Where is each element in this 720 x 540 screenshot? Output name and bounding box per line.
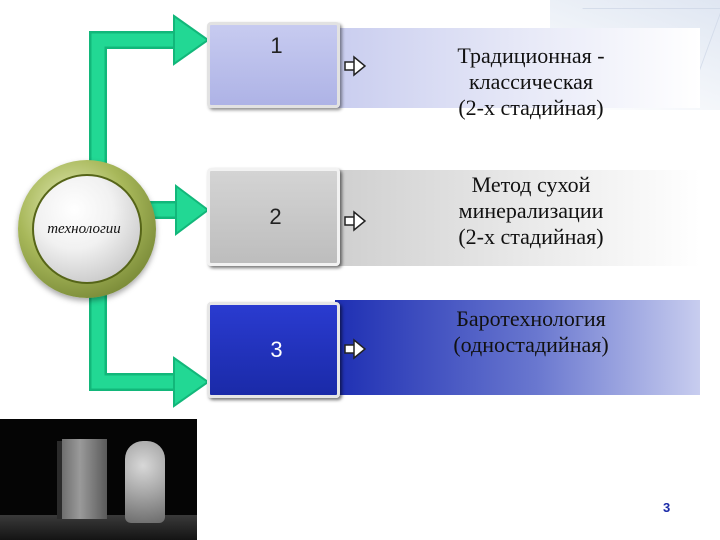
photo-block-shadow bbox=[57, 441, 65, 519]
step-3-box: 3 bbox=[207, 302, 340, 398]
step-1-box: 1 bbox=[207, 22, 340, 108]
row-1-line-1: Традиционная - bbox=[457, 43, 605, 68]
row-2-line-1: Метод сухой bbox=[471, 172, 591, 197]
row-3-line-1: Баротехнология bbox=[456, 306, 606, 331]
step-1-number: 1 bbox=[270, 33, 283, 58]
row-2-arrow-icon bbox=[344, 210, 366, 232]
row-1-text: Традиционная - классическая (2-х стадийн… bbox=[405, 43, 657, 121]
row-2-line-3: (2-х стадийная) bbox=[458, 224, 604, 249]
photo-rectangular-sample bbox=[62, 439, 107, 519]
photo-cylindrical-sample bbox=[125, 441, 165, 523]
row-1-arrow-icon bbox=[344, 55, 366, 77]
row-2-line-2: минерализации bbox=[458, 198, 604, 223]
connector-top bbox=[89, 31, 178, 170]
connector-bottom bbox=[89, 290, 178, 391]
connector-middle-arrow-icon bbox=[175, 184, 210, 236]
row-2-band bbox=[335, 170, 700, 266]
row-3-text: Баротехнология (одностадийная) bbox=[405, 306, 657, 358]
step-2-number: 2 bbox=[269, 204, 282, 229]
row-3-line-2: (одностадийная) bbox=[453, 332, 609, 357]
row-3-band bbox=[335, 300, 700, 395]
row-1-band bbox=[335, 28, 700, 108]
hub-inner: технологии bbox=[32, 174, 142, 284]
hub-circle: технологии bbox=[18, 160, 156, 298]
hub-label: технологии bbox=[47, 220, 121, 237]
connector-bottom-arrow-icon bbox=[173, 356, 210, 408]
row-1-line-2: классическая bbox=[468, 69, 594, 94]
step-3-number: 3 bbox=[270, 337, 283, 362]
page-number: 3 bbox=[663, 500, 671, 515]
row-1-line-3: (2-х стадийная) bbox=[458, 95, 604, 120]
sample-photo bbox=[0, 419, 197, 540]
step-2-box: 2 bbox=[207, 168, 340, 266]
connector-top-arrow-icon bbox=[173, 14, 210, 66]
row-3-arrow-icon bbox=[344, 338, 366, 360]
row-2-text: Метод сухой минерализации (2-х стадийная… bbox=[405, 172, 657, 250]
